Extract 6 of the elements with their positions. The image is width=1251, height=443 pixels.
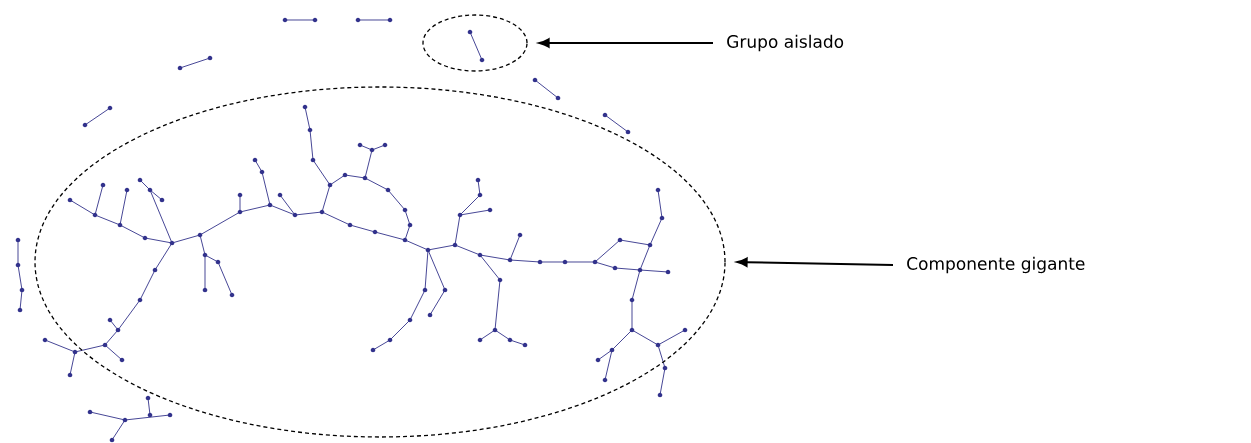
label-text: Grupo aislado — [727, 34, 844, 52]
dashed-ellipse — [422, 14, 528, 72]
label-text: Componente gigante — [907, 256, 1085, 274]
arrow — [736, 257, 894, 267]
arrow — [538, 38, 714, 48]
dashed-ellipse — [34, 86, 726, 438]
